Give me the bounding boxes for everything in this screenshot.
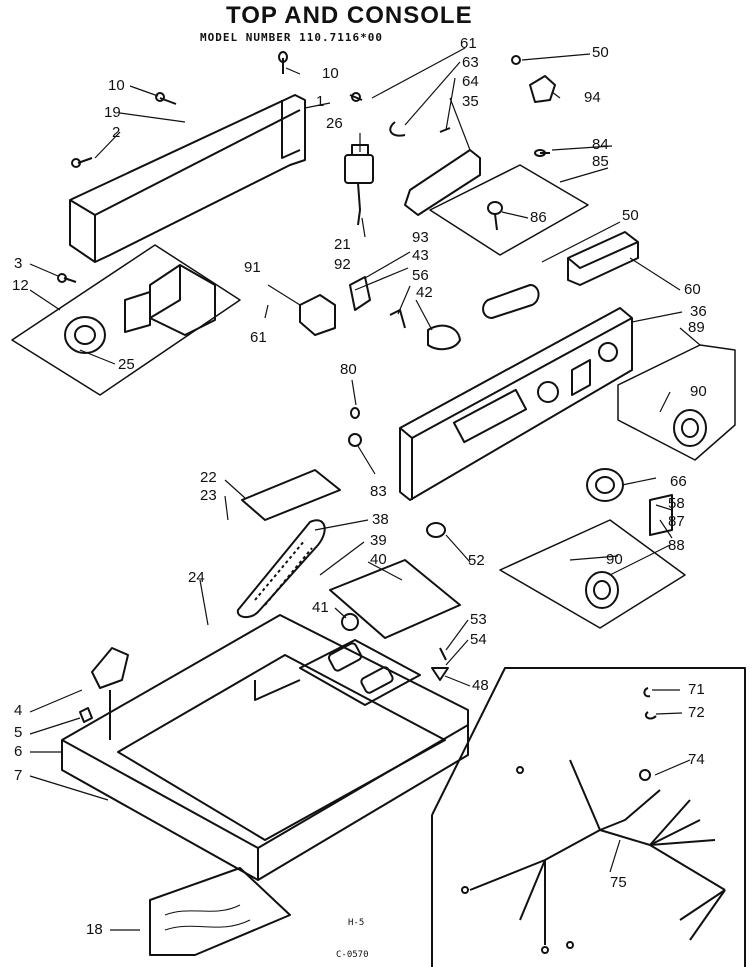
part-label: 87 xyxy=(668,513,685,530)
part-label: 48 xyxy=(472,677,489,694)
part-label: 88 xyxy=(668,537,685,554)
figure-reference: C-0570 xyxy=(336,950,369,960)
part-label: 39 xyxy=(370,532,387,549)
part-label: 91 xyxy=(244,259,261,276)
part-label: 61 xyxy=(460,35,477,52)
part-label: 92 xyxy=(334,256,351,273)
part-label: 52 xyxy=(468,552,485,569)
part-label: 85 xyxy=(592,153,609,170)
part-label: 12 xyxy=(12,277,29,294)
part-label: 58 xyxy=(668,495,685,512)
wiring-harness-inset xyxy=(431,667,746,967)
part-label: 25 xyxy=(118,356,135,373)
part-label: 26 xyxy=(326,115,343,132)
small-screws xyxy=(57,51,550,283)
part-label: 86 xyxy=(530,209,547,226)
part-label: 40 xyxy=(370,551,387,568)
part-label: 5 xyxy=(14,724,23,741)
part-label: 2 xyxy=(112,124,121,141)
part-label: 89 xyxy=(688,319,705,336)
part-label: 56 xyxy=(412,267,429,284)
part-label: 24 xyxy=(188,569,205,586)
part-label: 18 xyxy=(86,921,103,938)
misc-fasteners xyxy=(341,407,449,681)
door-hinge-part xyxy=(79,647,129,740)
timer-switch xyxy=(344,144,374,226)
part-label: 36 xyxy=(690,303,707,320)
diagram-title: TOP AND CONSOLE xyxy=(226,2,473,29)
console-mount-bracket xyxy=(389,121,481,216)
page-code: H-5 xyxy=(348,918,365,928)
part-label: 75 xyxy=(610,874,627,891)
part-label: 6 xyxy=(14,743,23,760)
part-label: 64 xyxy=(462,73,479,90)
part-label: 53 xyxy=(470,611,487,628)
part-label: 94 xyxy=(584,89,601,106)
part-label: 1 xyxy=(316,93,325,110)
part-label: 60 xyxy=(684,281,701,298)
console-end-cap xyxy=(567,231,639,286)
part-label: 22 xyxy=(200,469,217,486)
part-label: 66 xyxy=(670,473,687,490)
rear-top-bracket xyxy=(69,94,306,263)
part-label: 7 xyxy=(14,767,23,784)
part-label: 90 xyxy=(606,551,623,568)
part-label: 54 xyxy=(470,631,487,648)
top-right-clips xyxy=(511,55,556,103)
part-label: 84 xyxy=(592,136,609,153)
model-number: MODEL NUMBER 110.7116*00 xyxy=(200,31,383,44)
part-label: 72 xyxy=(688,704,705,721)
part-label: 3 xyxy=(14,255,23,272)
part-label: 71 xyxy=(688,681,705,698)
part-label: 41 xyxy=(312,599,329,616)
lint-screen xyxy=(236,519,326,618)
console-switches xyxy=(299,276,540,351)
part-label: 23 xyxy=(200,487,217,504)
part-label: 93 xyxy=(412,229,429,246)
part-label: 21 xyxy=(334,236,351,253)
part-label: 19 xyxy=(104,104,121,121)
part-label: 61 xyxy=(250,329,267,346)
part-label: 43 xyxy=(412,247,429,264)
control-knobs xyxy=(585,409,707,609)
part-label: 83 xyxy=(370,483,387,500)
access-panel xyxy=(149,867,291,956)
part-label: 38 xyxy=(372,511,389,528)
insulation-pads xyxy=(241,469,461,639)
part-label: 74 xyxy=(688,751,705,768)
part-label: 10 xyxy=(322,65,339,82)
transformer-assembly xyxy=(11,244,241,396)
part-label: 4 xyxy=(14,702,23,719)
part-label: 50 xyxy=(622,207,639,224)
lamp-socket xyxy=(487,201,503,231)
part-label: 42 xyxy=(416,284,433,301)
part-label: 50 xyxy=(592,44,609,61)
part-label: 63 xyxy=(462,54,479,71)
control-console-panel xyxy=(399,307,633,501)
leader-lines xyxy=(29,47,701,931)
dryer-top-panel xyxy=(61,614,469,881)
part-label: 90 xyxy=(690,383,707,400)
part-label: 80 xyxy=(340,361,357,378)
part-label: 35 xyxy=(462,93,479,110)
part-label: 10 xyxy=(108,77,125,94)
